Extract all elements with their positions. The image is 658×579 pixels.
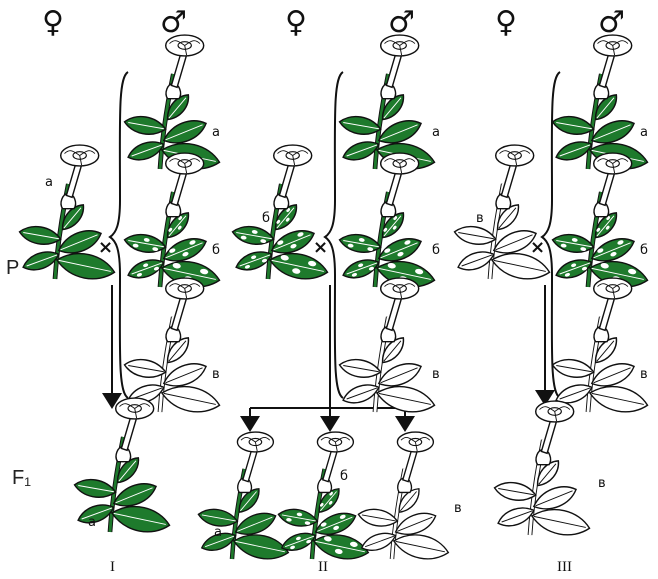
female-plant-green (18, 145, 117, 284)
female-label-3: в (476, 212, 484, 225)
male-label-3a: а (640, 126, 648, 139)
f1-label-2a: а (214, 526, 222, 539)
male-plant-1b-variegated (123, 153, 222, 292)
male-label-1c: в (212, 368, 220, 381)
generation-f1-label: F₁ (12, 468, 31, 488)
f1-plant-2b-variegated (277, 432, 371, 564)
f1-label-2c: в (454, 502, 462, 515)
female-label-2: б (262, 212, 270, 225)
male-label-2b: б (432, 244, 440, 257)
group-numeral-3: III (557, 560, 572, 575)
male-label-3b: б (640, 244, 648, 257)
female-label-1: а (45, 176, 53, 189)
male-plant-3c-white (551, 278, 650, 417)
f1-label-1a: а (88, 516, 96, 529)
group-numeral-2: II (318, 560, 328, 575)
female-symbol-2: ♀ (285, 8, 307, 38)
male-label-1b: б (212, 244, 220, 257)
f1-plant-2a-green (197, 432, 291, 564)
group-numeral-1: I (110, 560, 115, 575)
cross-symbol-3: × (530, 239, 545, 257)
male-plant-2a-green (338, 35, 437, 174)
male-plant-3b-variegated (551, 153, 650, 292)
female-symbol-3: ♀ (495, 8, 517, 38)
f1-plant-2c-white (357, 432, 451, 564)
male-plant-2b-variegated (338, 153, 437, 292)
male-symbol-1: ♂ (160, 8, 187, 38)
male-symbol-2: ♂ (388, 8, 415, 38)
cross-symbol-1: × (98, 239, 113, 257)
female-plant-variegated (231, 145, 330, 284)
generation-p-label: P (6, 258, 19, 278)
female-symbol-1: ♀ (42, 8, 64, 38)
male-symbol-3: ♂ (598, 8, 625, 38)
f1-label-2b: б (340, 470, 348, 483)
male-label-2c: в (432, 368, 440, 381)
male-label-3c: в (640, 368, 648, 381)
cross-symbol-2: × (313, 239, 328, 257)
female-plant-white (453, 145, 552, 284)
male-plant-1c-white (123, 278, 222, 417)
male-plant-1a-green (123, 35, 222, 174)
f1-plant-3c-white (493, 401, 592, 540)
male-label-2a: а (432, 126, 440, 139)
f1-label-3c: в (598, 477, 606, 490)
male-plant-2c-white (338, 278, 437, 417)
male-label-1a: а (212, 126, 220, 139)
male-plant-3a-green (551, 35, 650, 174)
